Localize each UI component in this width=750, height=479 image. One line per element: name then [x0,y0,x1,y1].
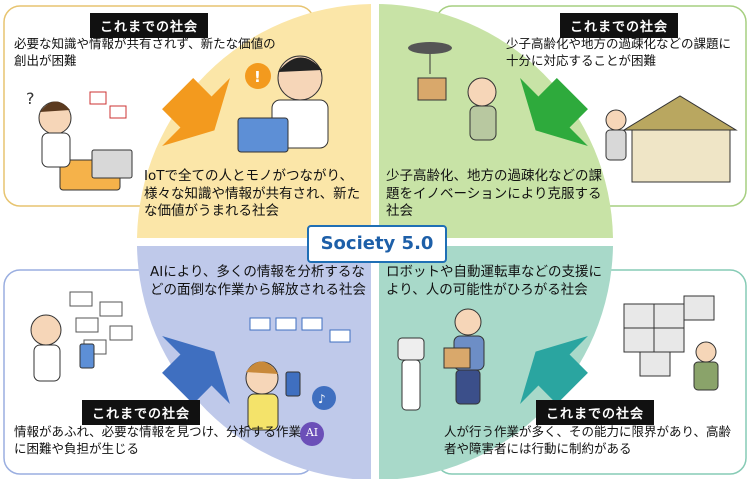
heavy-boxes-illustration [623,295,719,391]
badge-previous-society-top-left: これまでの社会 [90,13,209,38]
arrow-teal [520,336,588,404]
iot-user-illustration: ! [237,55,329,153]
ai-user-illustration: ♪ [245,317,351,446]
arrow-orange [162,78,230,146]
stressed-worker-illustration: ? [26,89,133,191]
quadrant-text-iot: IoTで全ての人とモノがつながり、様々な知識や情報が共有され、新たな価値がうまれ… [144,168,361,220]
svg-text:!: ! [254,68,261,86]
drone-delivery-illustration [408,42,497,141]
quadrant-robot [379,246,613,479]
svg-text:♪: ♪ [318,392,326,406]
corner-text-bottom-left: 情報があふれ、必要な情報を見つけ、分析する作業に困難や負担が生じる [14,424,302,456]
rural-house-illustration [605,95,738,183]
quadrant-ai [137,246,371,479]
badge-previous-society-bottom-right: これまでの社会 [536,400,655,425]
quadrant-text-ai: AIにより、多くの情報を分析するなどの面倒な作業から解放される社会 [150,264,366,298]
arrow-green [520,78,588,146]
quadrant-text-robot: ロボットや自動運転車などの支援により、人の可能性がひろがる社会 [386,264,602,298]
corner-text-top-left: 必要な知識や情報が共有されず、新たな価値の創出が困難 [14,36,276,68]
quadrant-text-rural: 少子高齢化、地方の過疎化などの課題をイノベーションにより克服する社会 [386,168,602,220]
corner-text-bottom-right: 人が行う作業が多く、その能力に限界があり、高齢者や障害者には行動に制約がある [444,424,732,456]
badge-previous-society-top-right: これまでの社会 [560,13,679,38]
society-5-center-label: Society 5.0 [307,225,447,263]
svg-text:?: ? [26,89,35,108]
robot-assist-illustration [397,308,485,411]
corner-text-top-right: 少子高齢化や地方の過疎化などの課題に十分に対応することが困難 [506,36,732,68]
badge-previous-society-bottom-left: これまでの社会 [82,400,201,425]
ai-badge-label: AI [305,426,319,439]
information-overload-illustration [30,291,133,382]
